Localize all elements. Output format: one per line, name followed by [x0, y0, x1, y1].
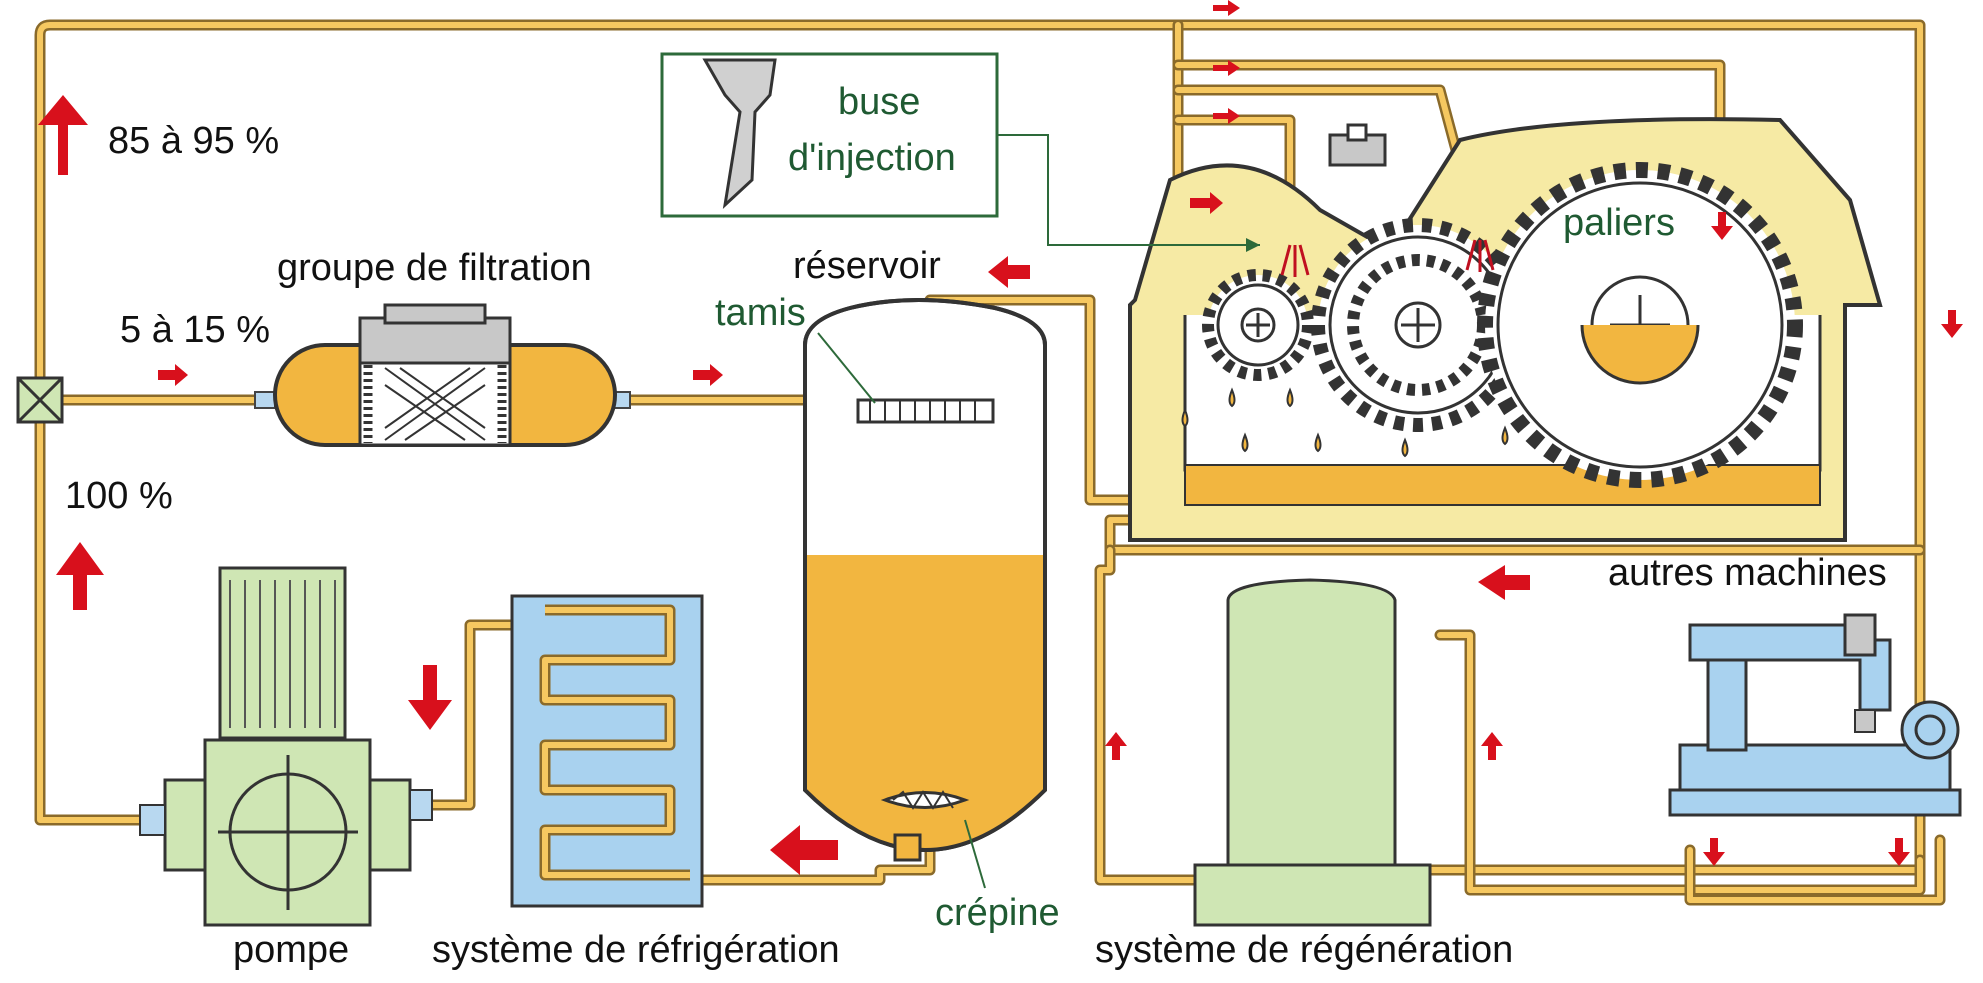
labels: 85 à 95 % 5 à 15 % 100 % groupe de filtr… — [65, 81, 1887, 971]
label-injection: d'injection — [788, 137, 956, 179]
arrow-up-100 — [56, 542, 104, 610]
flow-arrows — [38, 0, 1963, 875]
label-cooling-system: système de réfrigération — [432, 929, 840, 971]
label-regeneration-system: système de régénération — [1095, 929, 1513, 971]
label-paliers: paliers — [1563, 202, 1675, 244]
label-other-machines: autres machines — [1608, 552, 1887, 594]
pointer-lines — [817, 332, 986, 889]
label-reservoir: réservoir — [793, 245, 941, 287]
label-filtration-unit: groupe de filtration — [277, 247, 592, 289]
label-pct-5-15: 5 à 15 % — [120, 309, 270, 351]
pump-unit — [139, 566, 433, 927]
injection-nozzle-callout — [660, 52, 1260, 252]
label-pct-85-95: 85 à 95 % — [108, 120, 279, 162]
filtration-unit — [254, 303, 631, 447]
label-crepine: crépine — [935, 892, 1060, 934]
arrow-left-return — [1478, 565, 1530, 600]
oil-droplets — [1181, 387, 1509, 458]
gear-large — [1477, 162, 1803, 488]
label-buse: buse — [838, 81, 920, 123]
distributor-block — [16, 376, 64, 424]
label-tamis: tamis — [715, 292, 806, 334]
label-pct-100: 100 % — [65, 475, 173, 517]
spray-jets — [1280, 239, 1495, 277]
arrow-left-tank-out — [770, 825, 838, 875]
gear-small — [1202, 269, 1314, 381]
label-pump: pompe — [233, 929, 349, 971]
gear-medium — [1311, 218, 1525, 432]
arrow-down-pump — [408, 665, 452, 730]
reservoir-tank — [803, 298, 1047, 862]
regeneration-system — [1193, 578, 1432, 927]
other-machine — [1668, 613, 1962, 817]
cooling-system — [510, 594, 704, 908]
arrow-up-85-95 — [38, 95, 88, 175]
arrow-left-reservoir — [988, 256, 1030, 288]
